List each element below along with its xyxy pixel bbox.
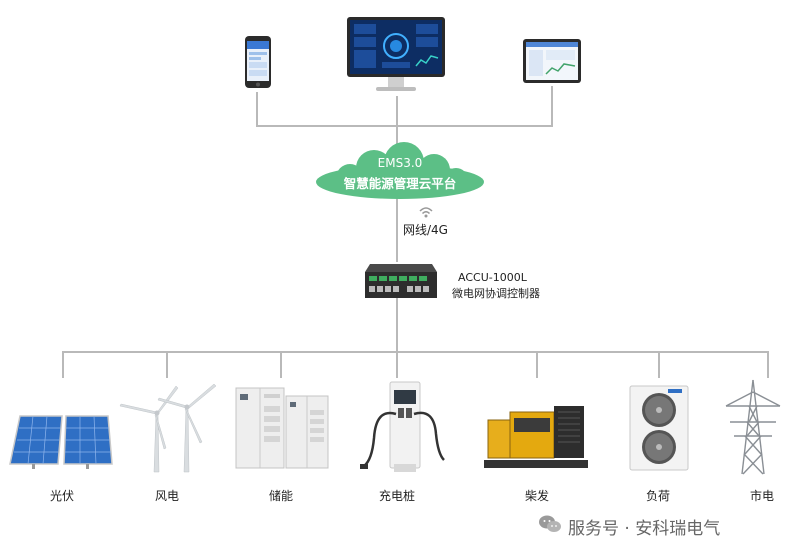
transmission-tower-icon: [725, 379, 781, 475]
device-label-diesel: 柴发: [524, 489, 549, 503]
device-label-load: 负荷: [645, 489, 670, 503]
desktop-monitor-icon: [347, 17, 445, 91]
connector-top-horizontal: [256, 125, 553, 127]
device-label-grid: 市电: [749, 489, 774, 503]
connector-drop-storage: [280, 351, 282, 378]
connector-drop-grid: [767, 351, 769, 378]
controller-name: 微电网协调控制器: [452, 287, 540, 300]
connector-drop-charger: [396, 351, 398, 378]
controller-model: ACCU-1000L: [458, 271, 527, 284]
network-label: 网线/4G: [403, 223, 448, 237]
connector-monitor-down: [396, 96, 398, 126]
cloud-title: EMS3.0: [377, 156, 423, 170]
connector-cloud-to-controller: [396, 196, 398, 262]
wechat-icon: [539, 515, 561, 532]
cloud-icon: [316, 142, 484, 199]
connector-bottom-bus: [62, 351, 769, 353]
diesel-generator-icon: [484, 406, 588, 468]
connector-drop-pv: [62, 351, 64, 378]
connector-controller-to-bus: [396, 298, 398, 352]
connector-drop-load: [658, 351, 660, 378]
load-ac-unit-icon: [629, 385, 689, 471]
cloud-subtitle: 智慧能源管理云平台: [343, 176, 457, 191]
wind-turbine-icon: [119, 384, 217, 473]
wifi-icon: [419, 207, 433, 218]
device-label-pv: 光伏: [49, 489, 74, 503]
device-label-storage: 储能: [268, 489, 293, 503]
connector-drop-wind: [166, 351, 168, 378]
solar-panel-icon: [9, 415, 113, 469]
device-label-charger: 充电桩: [378, 489, 415, 503]
smartphone-icon: [245, 36, 271, 88]
connector-drop-diesel: [536, 351, 538, 378]
energy-storage-icon: [235, 387, 329, 469]
connector-phone-down: [256, 92, 258, 126]
ev-charger-icon: [360, 381, 445, 472]
device-label-wind: 风电: [154, 489, 179, 503]
cloud-platform: EMS3.0 智慧能源管理云平台: [312, 142, 488, 200]
connector-tablet-down: [551, 86, 553, 126]
connector-to-cloud: [396, 125, 398, 147]
watermark-text: 服务号 · 安科瑞电气: [568, 519, 721, 539]
tablet-icon: [523, 39, 581, 83]
controller-device-icon: [365, 264, 437, 298]
